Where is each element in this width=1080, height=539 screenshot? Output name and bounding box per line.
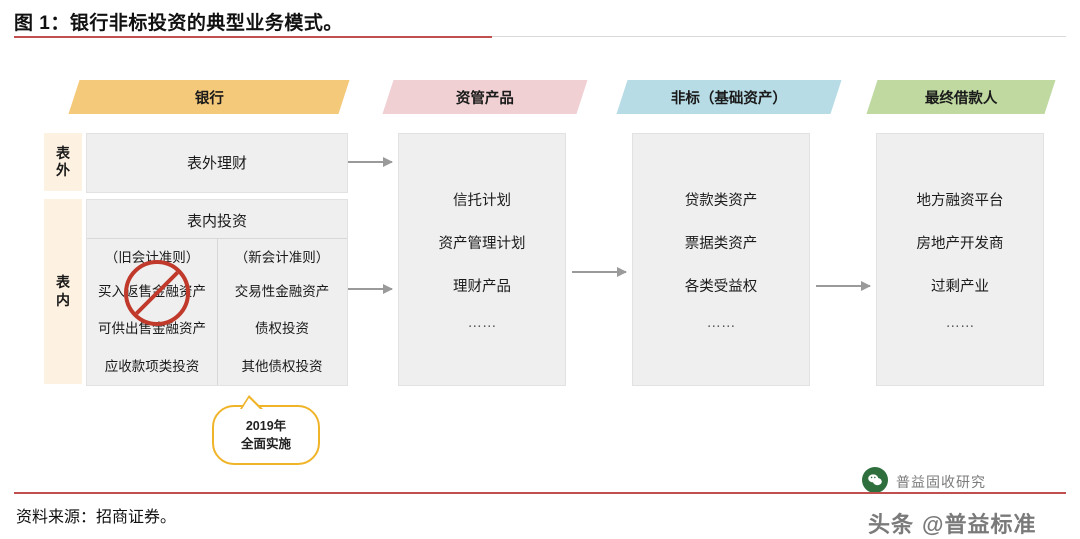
bubble-line-1: 2019年 <box>245 418 287 433</box>
source-suffix: 。 <box>160 509 177 526</box>
box-borrower: 地方融资平台 房地产开发商 过剩产业 …… <box>876 133 1044 386</box>
old-standard-item-1: 可供出售金融资产 <box>98 321 206 336</box>
box-off-balance-wealth: 表外理财 <box>86 133 348 193</box>
am-item-2: 理财产品 <box>453 279 511 295</box>
sidetab-off-balance: 表 外 <box>44 133 82 191</box>
box-non-standard: 贷款类资产 票据类资产 各类受益权 …… <box>632 133 810 386</box>
title-divider-light <box>14 36 1066 37</box>
box-am-product: 信托计划 资产管理计划 理财产品 …… <box>398 133 566 386</box>
bubble-2019-implementation: 2019年 全面实施 <box>212 395 320 465</box>
header-bank-label: 银行 <box>194 90 224 107</box>
header-bank: 银行 <box>68 80 350 114</box>
arrow-am-to-non-standard <box>572 267 627 277</box>
borrower-item-0: 地方融资平台 <box>916 193 1004 209</box>
wechat-watermark-text: 普益固收研究 <box>896 474 986 490</box>
ns-item-3: …… <box>706 315 736 331</box>
header-am-product-label: 资管产品 <box>456 90 514 107</box>
header-non-standard: 非标（基础资产） <box>616 80 842 114</box>
title-divider-accent <box>14 36 492 38</box>
toutiao-watermark: 头条 <box>868 512 915 537</box>
prohibition-icon <box>124 260 190 326</box>
bubble-line-2: 全面实施 <box>240 437 291 451</box>
new-standard-item-0: 交易性金融资产 <box>234 284 330 299</box>
wechat-icon <box>862 467 888 493</box>
old-standard-header: （旧会计准则） <box>104 250 200 265</box>
account-watermark: @普益标准 <box>922 512 1037 537</box>
am-item-0: 信托计划 <box>453 193 511 209</box>
page-title: 图 1：银行非标投资的典型业务模式。 <box>14 8 494 35</box>
source-label: 资料来源： <box>16 509 97 526</box>
ns-item-2: 各类受益权 <box>684 279 758 295</box>
sidetab-on-balance-label: 表 内 <box>56 274 70 308</box>
old-standard-item-2: 应收款项类投资 <box>104 359 200 374</box>
new-standard-item-2: 其他债权投资 <box>241 359 323 374</box>
figure-number: 图 1： <box>14 13 70 34</box>
arrow-non-standard-to-borrower <box>816 281 871 291</box>
off-balance-title: 表外理财 <box>186 155 247 172</box>
borrower-item-3: …… <box>945 315 975 331</box>
header-borrower: 最终借款人 <box>866 80 1056 114</box>
footer-divider <box>14 492 1066 494</box>
am-item-3: …… <box>467 315 497 331</box>
header-non-standard-label: 非标（基础资产） <box>671 90 787 107</box>
new-standard-item-1: 债权投资 <box>255 321 309 336</box>
borrower-item-1: 房地产开发商 <box>916 236 1004 252</box>
bubble-tail-inner <box>242 398 260 409</box>
source-value: 招商证券 <box>96 509 161 526</box>
ns-item-0: 贷款类资产 <box>684 193 758 209</box>
new-standard-header: （新会计准则） <box>234 250 330 265</box>
header-borrower-label: 最终借款人 <box>924 90 998 107</box>
ns-item-1: 票据类资产 <box>684 236 758 252</box>
source-note: 资料来源：招商证券。 <box>16 503 176 527</box>
sidetab-off-balance-label: 表 外 <box>56 144 70 179</box>
arrow-off-balance-to-am <box>348 157 393 167</box>
on-balance-title: 表内投资 <box>186 213 247 230</box>
am-item-1: 资产管理计划 <box>438 236 526 252</box>
header-am-product: 资管产品 <box>382 80 588 114</box>
borrower-item-2: 过剩产业 <box>931 279 989 295</box>
on-balance-vertical-divider <box>217 238 218 385</box>
arrow-on-balance-to-am <box>348 284 393 294</box>
figure-title-text: 银行非标投资的典型业务模式。 <box>69 13 343 34</box>
sidetab-on-balance: 表 内 <box>44 199 82 384</box>
